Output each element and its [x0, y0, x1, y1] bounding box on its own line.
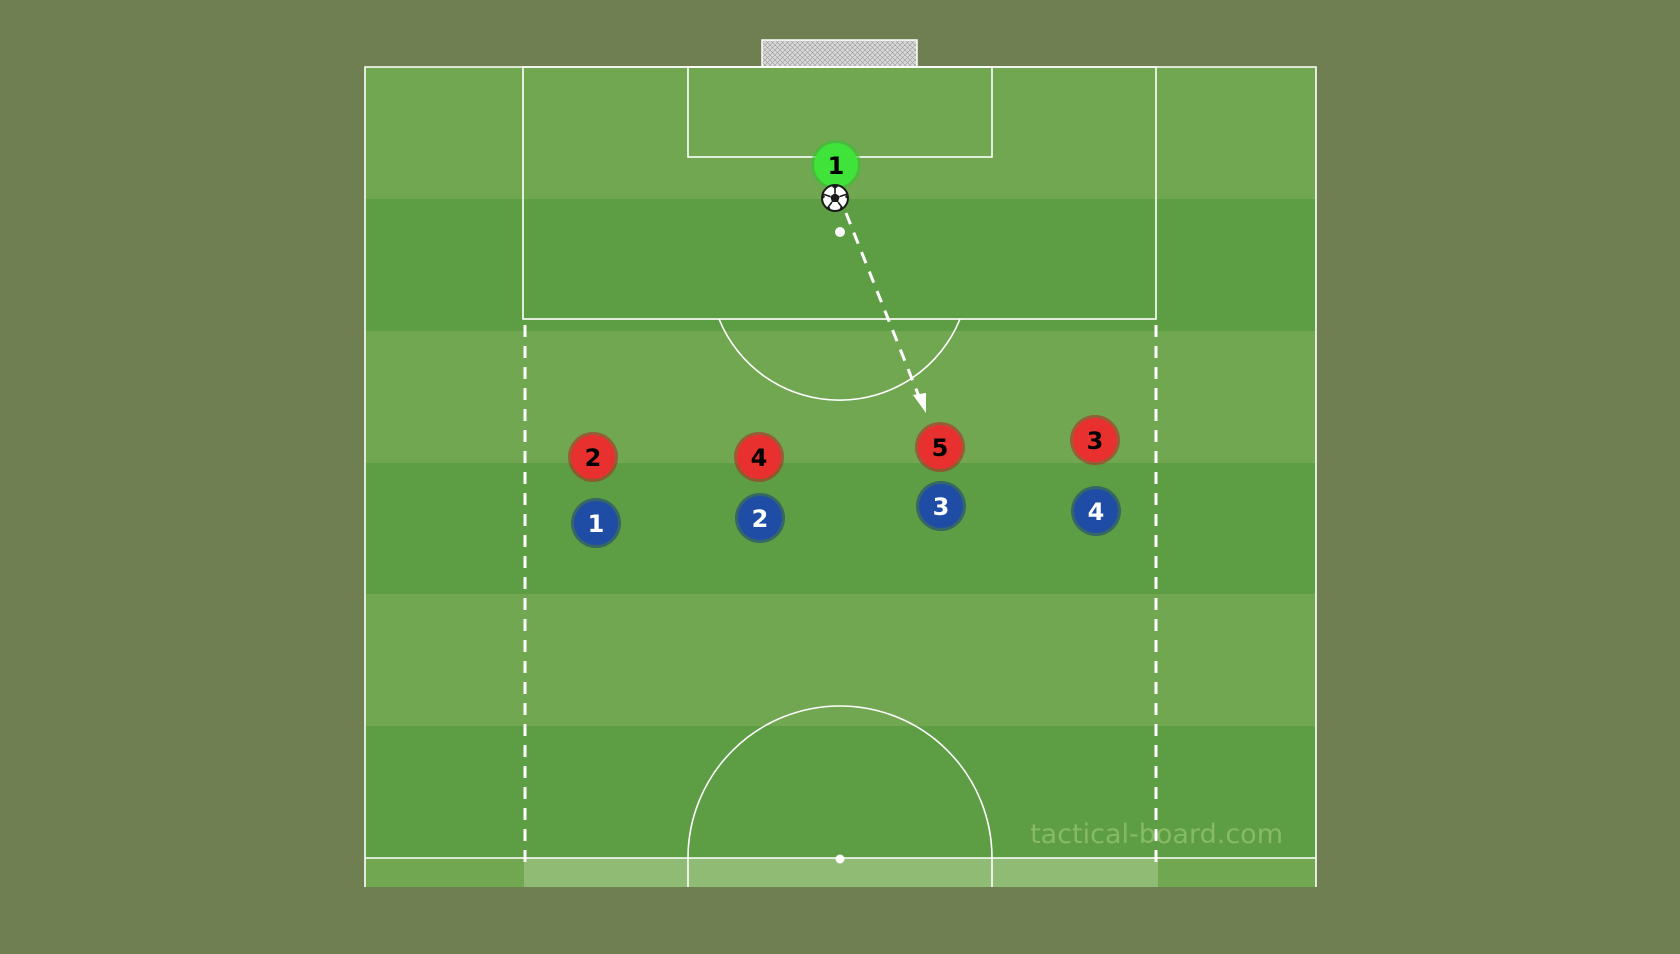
player-blue-4[interactable]: 4 — [1071, 486, 1121, 536]
player-token — [1074, 489, 1118, 533]
player-token — [814, 143, 858, 187]
player-token — [574, 501, 618, 545]
goal-net — [761, 39, 918, 68]
grass-stripe — [365, 463, 1316, 594]
player-number: 1 — [828, 152, 845, 180]
player-number: 5 — [932, 434, 949, 462]
channel-lines — [523, 325, 1158, 862]
player-number: 2 — [752, 505, 769, 533]
player-token — [918, 425, 962, 469]
player-red-2[interactable]: 2 — [568, 432, 618, 482]
pass-arrow-head — [913, 393, 926, 413]
player-token — [919, 484, 963, 528]
player-number: 3 — [933, 493, 950, 521]
player-number: 1 — [588, 510, 605, 538]
center-spot — [835, 854, 845, 864]
players-layer: 1 2 4 5 3 1 2 3 4 — [568, 140, 1121, 548]
player-number: 4 — [1088, 498, 1105, 526]
player-number: 3 — [1087, 427, 1104, 455]
pass-origin-dot — [835, 227, 845, 237]
center-circle — [687, 705, 993, 887]
player-red-4[interactable]: 4 — [734, 432, 784, 482]
grass-stripe — [365, 199, 1316, 331]
pass-arrow — [844, 212, 926, 413]
player-number: 2 — [585, 444, 602, 472]
player-token — [1073, 418, 1117, 462]
player-red-5[interactable]: 5 — [915, 422, 965, 472]
soccer-ball-icon[interactable] — [821, 184, 849, 212]
player-blue-1[interactable]: 1 — [571, 498, 621, 548]
player-blue-3[interactable]: 3 — [916, 481, 966, 531]
player-blue-2[interactable]: 2 — [735, 493, 785, 543]
player-number: 4 — [751, 444, 768, 472]
watermark: tactical-board.com — [1030, 819, 1283, 850]
player-token — [571, 435, 615, 479]
player-red-3[interactable]: 3 — [1070, 415, 1120, 465]
player-token — [737, 435, 781, 479]
player-gk-1[interactable]: 1 — [811, 140, 861, 190]
grass-stripe — [365, 331, 1316, 463]
player-token — [738, 496, 782, 540]
penalty-arc — [718, 318, 961, 401]
